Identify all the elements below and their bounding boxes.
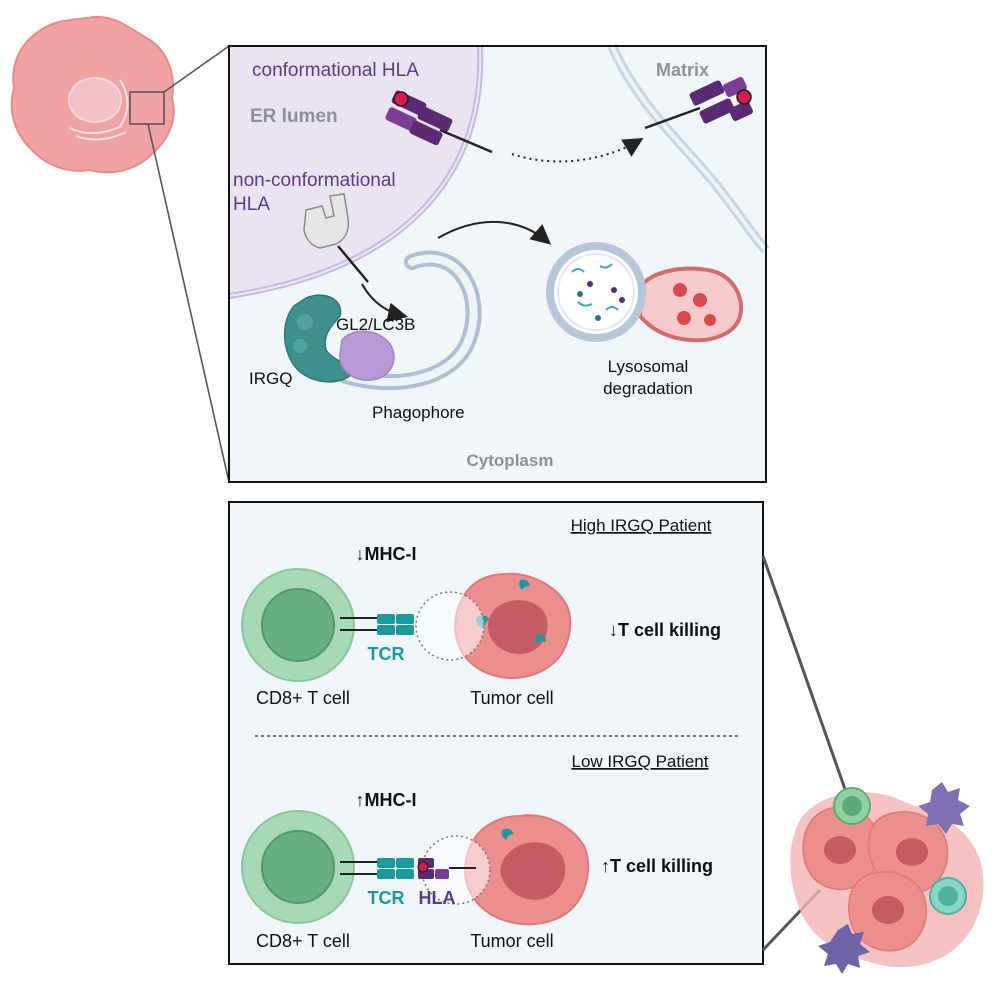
label-lysosomal-line1: Lysosomal [608, 357, 689, 376]
high-effect-label: ↓T cell killing [609, 620, 721, 640]
cluster-tumor-nucleus [896, 838, 928, 866]
zoom-line-top [163, 45, 230, 93]
non-conformational-hla [303, 193, 369, 283]
low-mhc-label: ↑MHC-I [356, 790, 417, 810]
label-conformational-hla: conformational HLA [252, 60, 419, 81]
irgq-texture [297, 314, 313, 330]
high-tumor-cell-label: Tumor cell [470, 688, 553, 708]
top-panel-border [228, 45, 767, 483]
export-arrow [511, 137, 644, 163]
high-tcr [340, 614, 414, 635]
low-effect-label: ↑T cell killing [601, 856, 713, 876]
low-irgq-title: Low IRGQ Patient [571, 752, 708, 771]
cluster-line-top [761, 555, 848, 793]
high-mhc-label: ↓MHC-I [356, 544, 417, 564]
high-tumor-cell [415, 572, 572, 679]
low-tumor-cell [421, 814, 590, 926]
overview-nucleus [68, 77, 122, 123]
high-t-cell-label: CD8+ T cell [256, 688, 350, 708]
cluster-tumor-nucleus [872, 896, 904, 924]
low-tcr-label: TCR [368, 888, 405, 908]
overview-er-line [69, 125, 123, 134]
lysosome [638, 266, 743, 343]
label-cytoplasm: Cytoplasm [467, 451, 554, 470]
overview-er-line [119, 79, 129, 127]
low-tcr-hla-complex [340, 858, 476, 879]
label-er-lumen: ER lumen [250, 106, 338, 127]
matrix-membrane-inner [610, 45, 768, 252]
high-t-cell [241, 568, 355, 682]
label-phagophore: Phagophore [372, 403, 465, 422]
phagophore-inner [342, 254, 478, 386]
cluster-t-cell-nucleus [938, 886, 958, 906]
er-membrane-inner [228, 45, 482, 297]
zoom-line-bottom [147, 123, 230, 483]
low-t-cell-label: CD8+ T cell [256, 931, 350, 951]
bottom-panel: High IRGQ Patient ↓MHC-I TCR ↓T cell kil… [228, 501, 764, 965]
autolysosome [546, 242, 743, 343]
label-gl2-lc3b: GL2/LC3B [336, 315, 415, 334]
conformational-hla-membrane [644, 76, 753, 130]
cluster-t-cell-nucleus [842, 796, 862, 816]
label-non-conformational-line1: non-conformational [233, 170, 396, 191]
label-irgq: IRGQ [249, 369, 292, 388]
label-matrix: Matrix [656, 60, 709, 80]
low-hla-label: HLA [419, 888, 456, 908]
tumor-cluster [790, 782, 984, 974]
label-lysosomal-line2: degradation [603, 379, 693, 398]
overview-er-line [75, 131, 127, 141]
high-tcr-label: TCR [368, 644, 405, 664]
high-synapse-zoom [415, 591, 485, 661]
gl2-lc3b-protein [339, 330, 395, 381]
low-tumor-cell-label: Tumor cell [470, 931, 553, 951]
capture-arrow [361, 283, 408, 323]
cluster-immune-cell [818, 924, 870, 974]
overview-cell [10, 15, 175, 174]
high-irgq-title: High IRGQ Patient [571, 516, 712, 535]
conformational-hla-er [385, 90, 493, 154]
zoom-box [129, 91, 165, 125]
low-t-cell [241, 810, 355, 924]
degradation-arrow [437, 221, 552, 245]
label-non-conformational-line2: HLA [233, 194, 270, 215]
cluster-immune-cell [918, 782, 970, 834]
top-panel: conformational HLA ER lumen Matrix non-c… [228, 43, 770, 483]
irgq-texture [293, 339, 307, 353]
cluster-tumor-nucleus [824, 836, 856, 864]
